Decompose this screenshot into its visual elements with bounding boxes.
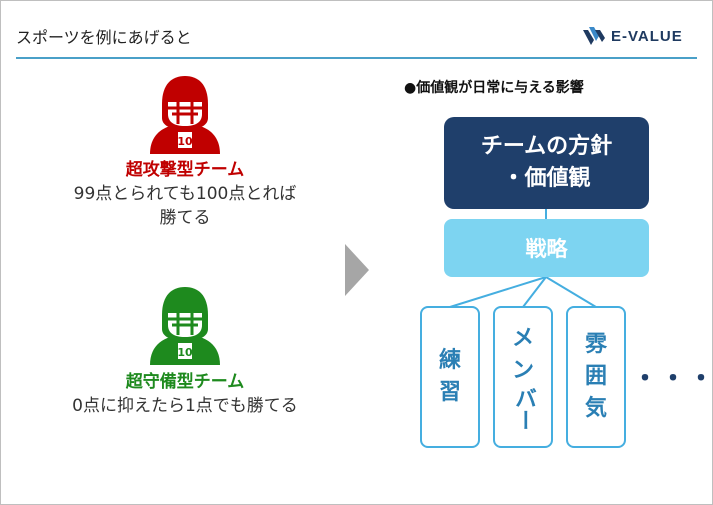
members-char-3: バー — [511, 387, 536, 431]
members-char-1: メ — [511, 326, 534, 351]
team2-caption: 超守備型チーム 0点に抑えたら1点でも勝てる — [40, 370, 330, 418]
red-football-player-icon: 10 — [150, 76, 220, 154]
team2-heading: 超守備型チーム — [125, 372, 245, 392]
policy-line2: ・価値観 — [502, 166, 591, 191]
influence-heading: ●価値観が日常に与える影響 — [404, 80, 584, 96]
team1-caption: 超攻撃型チーム 99点とられても100点とれば 勝てる — [50, 158, 320, 230]
atmosphere-char-1: 雰 — [584, 332, 607, 357]
team1-line2: 勝てる — [159, 208, 211, 228]
practice-box: 練 習 — [420, 306, 480, 448]
jersey-number: 10 — [177, 346, 193, 359]
atmosphere-box: 雰 囲 気 — [566, 306, 626, 448]
e-value-logo-icon — [583, 27, 605, 45]
team1-line1: 99点とられても100点とれば — [73, 184, 297, 204]
team1-heading: 超攻撃型チーム — [125, 160, 245, 180]
logo-text: E-VALUE — [611, 27, 683, 45]
green-football-player-icon: 10 — [150, 287, 220, 365]
jersey-number: 10 — [177, 135, 193, 148]
atmosphere-char-2: 囲 — [584, 364, 607, 389]
atmosphere-char-3: 気 — [584, 396, 607, 421]
slide-title: スポーツを例にあげると — [16, 28, 192, 47]
header-divider — [16, 57, 697, 59]
policy-line1: チームの方針 — [480, 134, 613, 159]
members-char-2: ン — [511, 358, 534, 383]
team2-line1: 0点に抑えたら1点でも勝てる — [72, 396, 298, 416]
policy-box: チームの方針 ・価値観 — [444, 117, 649, 209]
ellipsis: ・・・ — [632, 364, 713, 394]
right-arrow-icon — [345, 244, 369, 296]
practice-char-1: 練 — [438, 348, 461, 373]
practice-char-2: 習 — [438, 380, 461, 405]
members-box: メ ン バー — [493, 306, 553, 448]
strategy-box: 戦略 — [444, 219, 649, 277]
company-logo: E-VALUE — [583, 26, 683, 46]
